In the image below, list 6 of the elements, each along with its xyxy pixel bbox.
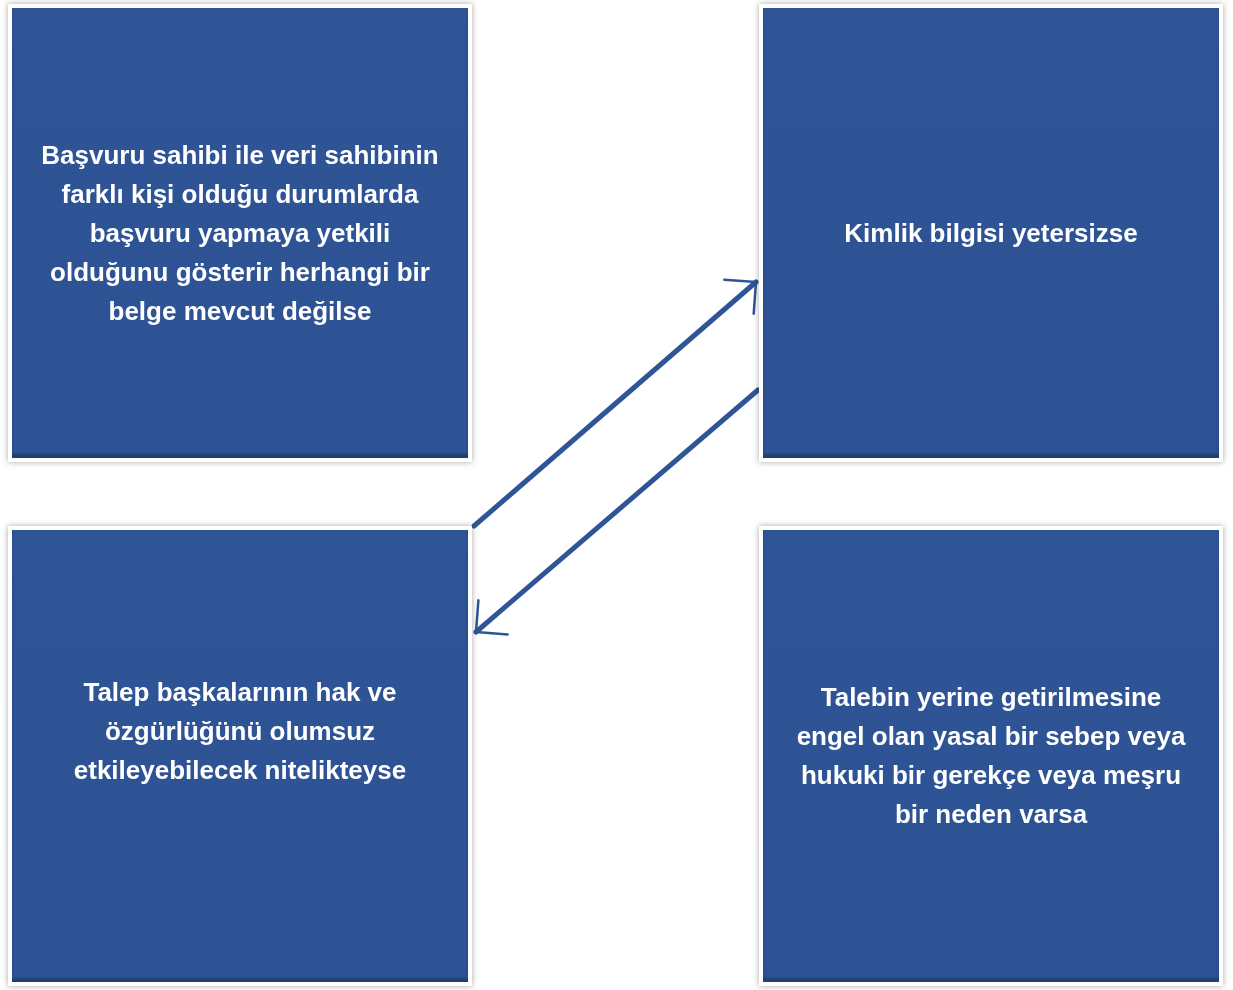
box-text: Talebin yerine getirilmesine engel olan yasal bir sebep veya hukuki bir gerekçe veya meşru bir neden varsa (795, 681, 1187, 831)
box-text: Kimlik bilgisi yetersizse (844, 216, 1138, 250)
box-text: Talep başkalarının hak ve özgürlüğünü olumsuz etkileyebilecek nitelikteyse (72, 675, 408, 787)
arrow (473, 387, 761, 636)
arrow (471, 278, 759, 529)
box-text: Başvuru sahibi ile veri sahibinin farklı kişi olduğu durumlarda başvuru yapmaya yetkili olduğunu gösterir herhangi bir belge mevcut değilse (40, 138, 440, 328)
